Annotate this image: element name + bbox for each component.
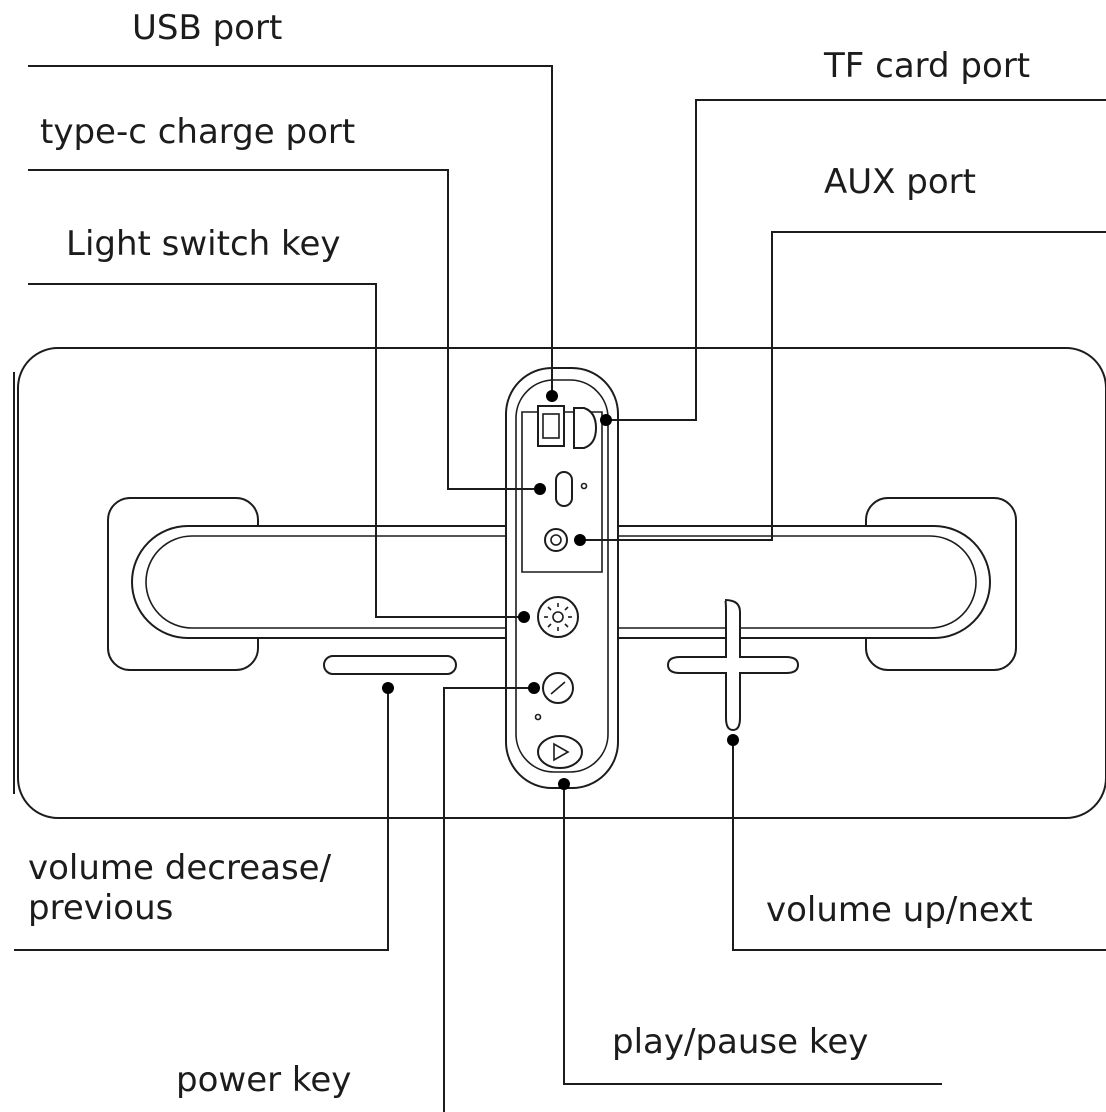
label-volume-decrease: volume decrease/ previous xyxy=(28,848,332,928)
callout-dot-play-pause xyxy=(558,778,570,790)
label-play-pause-key: play/pause key xyxy=(612,1022,869,1062)
label-usb-port: USB port xyxy=(132,8,283,48)
leader-light-switch-key xyxy=(28,283,524,618)
leader-volume-up xyxy=(732,740,1106,951)
control-panel-inner xyxy=(515,379,609,773)
label-typec-charge-port: type-c charge port xyxy=(40,112,356,152)
leader-usb-port xyxy=(28,65,553,396)
label-volume-up: volume up/next xyxy=(766,890,1033,930)
leader-play-pause-key xyxy=(563,784,942,1085)
callout-dot-aux xyxy=(574,534,586,546)
volume-minus-icon xyxy=(323,655,457,675)
leader-power-key xyxy=(443,687,534,1112)
label-aux-port: AUX port xyxy=(824,162,976,202)
label-power-key: power key xyxy=(176,1060,352,1100)
callout-dot-tf-card xyxy=(600,414,612,426)
usb-port-icon xyxy=(537,405,565,447)
play-button-icon xyxy=(537,735,583,769)
typec-port-icon xyxy=(555,471,573,507)
callout-dot-volume-up xyxy=(727,734,739,746)
callout-dot-power xyxy=(528,682,540,694)
callout-dot-light-switch xyxy=(518,611,530,623)
callout-dot-typec xyxy=(534,483,546,495)
callout-dot-usb xyxy=(546,390,558,402)
callout-dot-volume-decrease xyxy=(382,682,394,694)
leader-tf-card-port xyxy=(606,99,1106,421)
label-light-switch-key: Light switch key xyxy=(66,224,341,264)
tf-card-slot-icon xyxy=(573,407,598,449)
leader-aux-port xyxy=(580,231,1106,541)
leader-typec-charge-port xyxy=(28,169,540,490)
leader-volume-decrease xyxy=(14,688,389,951)
label-tf-card-port: TF card port xyxy=(824,46,1031,86)
volume-plus-icon xyxy=(666,599,800,732)
aux-jack-icon xyxy=(544,528,568,552)
